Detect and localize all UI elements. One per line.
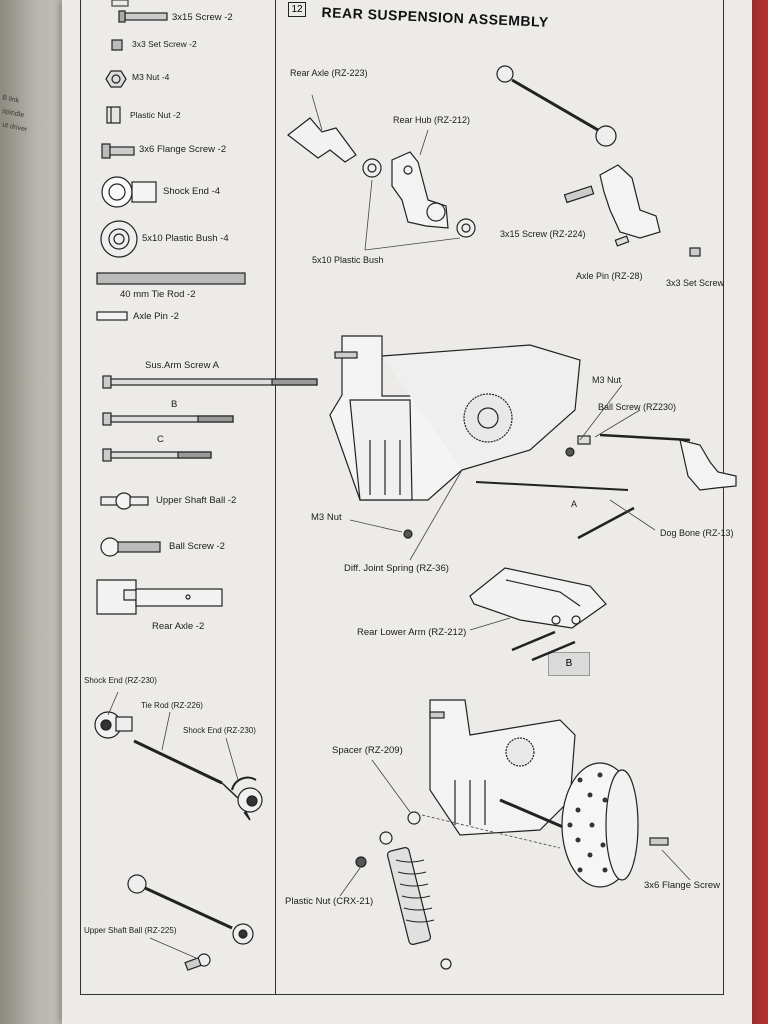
callout-label: Rear Hub (RZ-212) xyxy=(393,115,471,125)
gearbox-diagram xyxy=(329,335,737,662)
callout-label: Shock End (RZ-230) xyxy=(183,726,256,735)
callout-label: Tie Rod (RZ-226) xyxy=(141,701,203,710)
part-label: Shock End -4 xyxy=(163,186,221,197)
part-label: 5x10 Plastic Bush -4 xyxy=(142,233,229,244)
callout-label: 3x6 Flange Screw xyxy=(644,880,721,891)
callout-label: 5x10 Plastic Bush xyxy=(312,255,384,265)
callout-label: 3x15 Screw (RZ-224) xyxy=(500,229,586,239)
step-number: 12 xyxy=(288,2,306,17)
callout-label: Rear Axle (RZ-223) xyxy=(290,68,368,78)
sus-arm-screw-c-icon xyxy=(102,448,212,462)
m3-nut-icon xyxy=(105,70,127,88)
step-box-fragment xyxy=(111,0,129,7)
callout-label: 3x3 Set Screw xyxy=(666,278,725,288)
tie-rod-icon xyxy=(96,272,246,285)
callout-label: M3 Nut xyxy=(311,512,342,523)
callout-label: A xyxy=(571,499,578,509)
part-label: Sus.Arm Screw A xyxy=(145,360,219,371)
part-label: 3x3 Set Screw -2 xyxy=(132,39,197,49)
part-label: C xyxy=(157,434,164,445)
ball-screw-icon xyxy=(100,537,161,557)
axle-pin-icon xyxy=(96,311,128,321)
callout-label: Plastic Nut (CRX-21) xyxy=(285,896,374,907)
column-divider xyxy=(275,0,276,994)
sus-arm-screw-b-icon xyxy=(102,412,234,426)
shock-end-icon xyxy=(101,176,157,208)
callout-label: Dog Bone (RZ-13) xyxy=(660,528,734,538)
callout-label: Spacer (RZ-209) xyxy=(332,745,403,756)
plastic-nut-icon xyxy=(106,106,121,124)
screw-3x15-icon xyxy=(118,10,168,23)
callout-label: Diff. Joint Spring (RZ-36) xyxy=(344,563,449,574)
callout-label: M3 Nut xyxy=(592,375,622,385)
part-label: Upper Shaft Ball -2 xyxy=(156,495,237,506)
callout-label: Ball Screw (RZ230) xyxy=(598,402,677,412)
page-frame xyxy=(80,0,724,995)
part-label: 3x15 Screw -2 xyxy=(172,12,233,23)
part-label: Axle Pin -2 xyxy=(133,311,179,322)
tie-rod-assembly-diagram xyxy=(94,691,263,821)
part-label: Rear Axle -2 xyxy=(152,621,205,632)
final-assembly-diagram xyxy=(339,699,691,970)
part-label: Plastic Nut -2 xyxy=(130,110,181,120)
screw-b-box: B xyxy=(548,652,590,676)
plastic-bush-icon xyxy=(100,220,138,258)
part-label: 40 mm Tie Rod -2 xyxy=(120,289,196,300)
callout-label: Axle Pin (RZ-28) xyxy=(576,271,643,281)
part-label: Ball Screw -2 xyxy=(169,541,225,552)
part-label: 3x6 Flange Screw -2 xyxy=(139,144,227,155)
tire-spikes xyxy=(567,772,608,873)
set-screw-icon xyxy=(111,39,123,51)
callout-label: Upper Shaft Ball (RZ-225) xyxy=(84,926,177,935)
flange-screw-icon xyxy=(101,143,135,159)
rear-axle-hub-diagram xyxy=(287,65,701,257)
part-label: B xyxy=(171,399,178,410)
callout-label: Shock End (RZ-230) xyxy=(84,676,157,685)
upper-link-diagram xyxy=(127,874,254,971)
sus-arm-screw-a-icon xyxy=(102,375,318,389)
callout-label: Rear Lower Arm (RZ-212) xyxy=(357,627,467,638)
upper-shaft-ball-icon xyxy=(100,492,149,510)
part-label: M3 Nut -4 xyxy=(132,72,170,82)
rear-axle-icon xyxy=(96,579,223,615)
